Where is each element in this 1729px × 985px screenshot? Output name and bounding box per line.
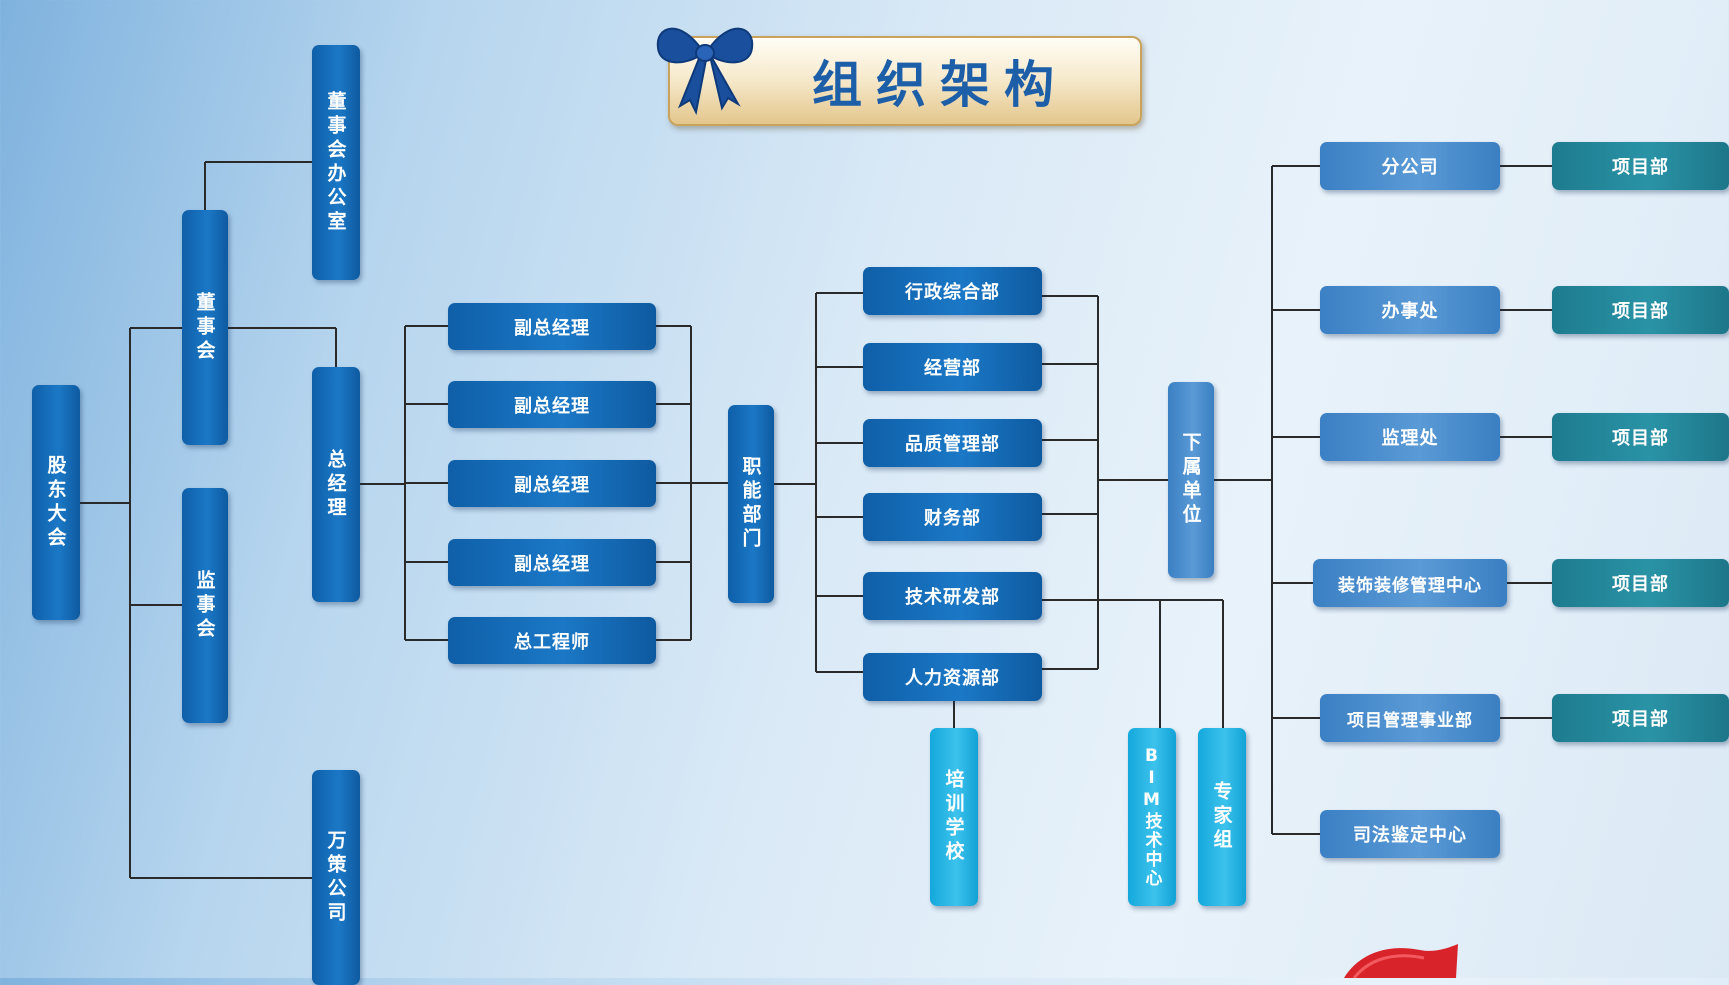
node-branch: 分公司 <box>1320 142 1500 190</box>
node-general-manager: 总经理 <box>312 367 360 602</box>
node-training-school: 培训学校 <box>930 728 978 906</box>
node-operations-dept: 经营部 <box>863 343 1042 391</box>
node-shareholders: 股东大会 <box>32 385 80 620</box>
node-decoration-center: 装饰装修管理中心 <box>1313 559 1507 607</box>
node-hr-dept: 人力资源部 <box>863 653 1042 701</box>
node-project-dept-1: 项目部 <box>1552 142 1729 190</box>
node-deputy-gm-3: 副总经理 <box>448 460 656 507</box>
node-judicial-center: 司法鉴定中心 <box>1320 810 1500 858</box>
node-project-dept-2: 项目部 <box>1552 286 1729 334</box>
node-board-office: 董事会办公室 <box>312 45 360 280</box>
page-title: 组织架构 <box>812 56 1068 114</box>
node-supervisors: 监事会 <box>182 488 228 723</box>
node-expert-group: 专家组 <box>1198 728 1246 906</box>
node-office: 办事处 <box>1320 286 1500 334</box>
node-wance-company: 万策公司 <box>312 770 360 985</box>
node-project-mgmt: 项目管理事业部 <box>1320 694 1500 742</box>
node-project-dept-3: 项目部 <box>1552 413 1729 461</box>
node-project-dept-4: 项目部 <box>1552 559 1729 607</box>
node-admin-dept: 行政综合部 <box>863 267 1042 315</box>
red-flag-icon <box>1344 944 1458 978</box>
node-chief-engineer: 总工程师 <box>448 617 656 664</box>
node-deputy-gm-4: 副总经理 <box>448 539 656 586</box>
node-quality-dept: 品质管理部 <box>863 419 1042 467</box>
node-deputy-gm-2: 副总经理 <box>448 381 656 428</box>
node-functional-depts: 职能部门 <box>728 405 774 603</box>
node-subsidiaries: 下属单位 <box>1168 382 1214 578</box>
node-project-dept-5: 项目部 <box>1552 694 1729 742</box>
ribbon-bow-icon <box>656 27 754 116</box>
node-finance-dept: 财务部 <box>863 493 1042 541</box>
node-tech-rd-dept: 技术研发部 <box>863 572 1042 620</box>
node-bim-center: BIM技术中心 <box>1128 728 1176 906</box>
node-supervision: 监理处 <box>1320 413 1500 461</box>
node-deputy-gm-1: 副总经理 <box>448 303 656 350</box>
node-board: 董事会 <box>182 210 228 445</box>
